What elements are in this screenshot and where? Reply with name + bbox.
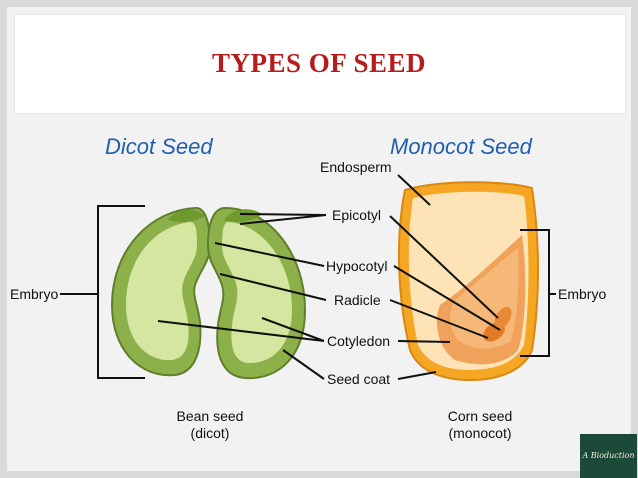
dicot-heading: Dicot Seed [105,134,213,159]
corn-plumule [494,307,512,329]
corn-seed-illustration [398,181,539,382]
label-seed-coat: Seed coat [327,371,391,387]
title-band [14,14,626,114]
label-cotyledon: Cotyledon [327,333,391,349]
corn-seed-caption: Corn seed (monocot) [430,408,530,442]
embryo-bracket-right [520,229,556,357]
label-radicle: Radicle [334,292,381,308]
bean-seed-illustration [110,206,307,380]
corn-caption-line1: Corn seed [447,408,513,424]
embryo-bracket-left [60,205,145,379]
bean-caption-line1: Bean seed [176,408,244,424]
bean-seed-caption: Bean seed (dicot) [160,408,260,442]
label-hypocotyl: Hypocotyl [326,258,388,274]
corn-caption-line2: (monocot) [448,425,512,441]
label-endosperm: Endosperm [320,159,392,175]
label-embryo-left: Embryo [10,286,59,302]
slide-title: TYPES OF SEED [211,48,427,78]
bioduction-logo: A Bioduction [580,434,637,478]
leader-lines [157,174,501,380]
bean-caption-line2: (dicot) [190,425,230,441]
label-embryo-right: Embryo [558,286,607,302]
label-epicotyl: Epicotyl [332,207,382,223]
monocot-heading: Monocot Seed [390,134,532,159]
